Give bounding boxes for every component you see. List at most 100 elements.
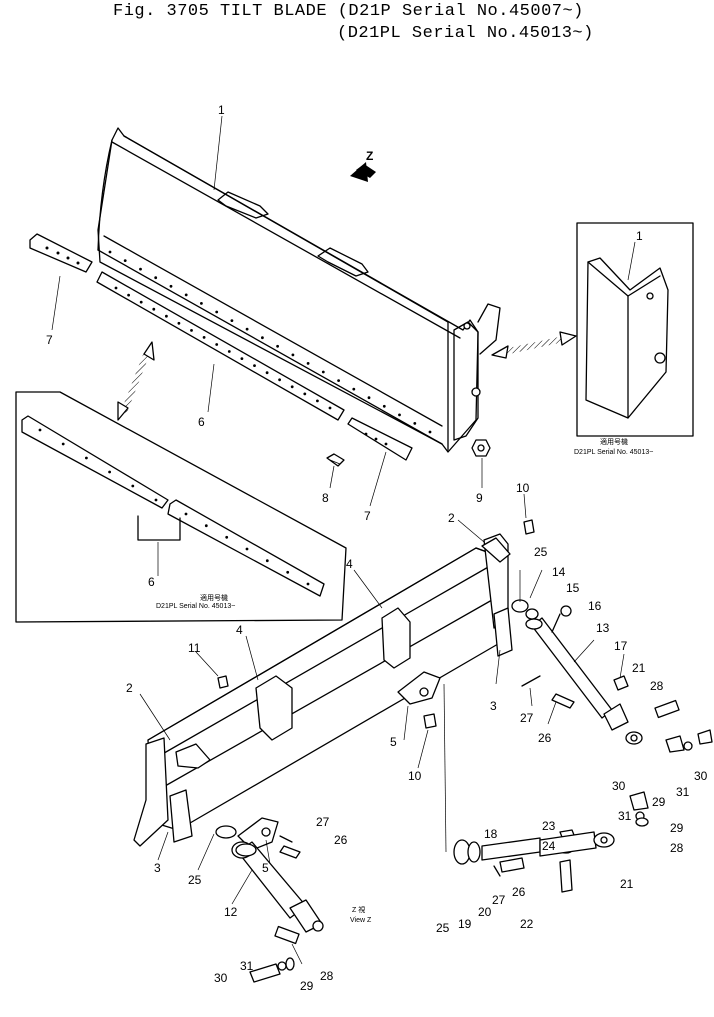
bolt-hole xyxy=(127,293,130,297)
bolt-29-30-31-right xyxy=(665,729,713,753)
callout-26: 26 xyxy=(538,731,552,745)
bolt-hole xyxy=(398,413,401,417)
bolt-16 xyxy=(551,605,572,633)
bolt-hole xyxy=(61,442,65,446)
washers-19-20 xyxy=(453,839,481,865)
bolt-hole xyxy=(261,336,264,340)
bolt-hole xyxy=(303,392,307,396)
callout-11: 11 xyxy=(188,641,201,655)
bolt-hole xyxy=(204,524,208,528)
callout-19: 19 xyxy=(458,917,472,931)
blade-body xyxy=(97,127,501,453)
callout-13: 13 xyxy=(596,621,610,635)
bolt-hole xyxy=(202,336,206,339)
callout-2: 2 xyxy=(448,511,455,525)
bolt-hole xyxy=(123,259,127,262)
callout-24: 24 xyxy=(542,839,556,853)
bolt-hole xyxy=(265,371,269,375)
cylinder-rod-18-21 xyxy=(481,831,615,861)
callout-28: 28 xyxy=(320,969,334,983)
reference-arrow-2 xyxy=(491,331,577,359)
bolt-hole xyxy=(328,406,332,410)
bolt-hole xyxy=(139,300,143,304)
pin-27-upper xyxy=(521,675,541,687)
bolt-hole xyxy=(177,321,181,325)
bolt-hole xyxy=(276,344,279,348)
callout-15: 15 xyxy=(566,581,580,595)
end-bit-left xyxy=(29,233,93,273)
callout-3: 3 xyxy=(490,699,497,713)
bolt-10-upper xyxy=(523,519,535,535)
bolt-30-31-mid xyxy=(629,791,649,827)
callout-2: 2 xyxy=(126,681,133,695)
callout-10: 10 xyxy=(516,481,530,495)
bolt-26-27-left xyxy=(279,835,301,859)
bolt-hole xyxy=(428,430,432,434)
pin-26-27-lower xyxy=(493,857,525,877)
bolt-hole xyxy=(367,396,371,400)
bolt-hole xyxy=(290,385,294,389)
bolt-hole xyxy=(190,329,193,332)
bolt-hole xyxy=(413,422,417,425)
bolt-hole xyxy=(85,456,88,460)
washer-25-left xyxy=(215,825,257,857)
callout-25: 25 xyxy=(188,873,202,887)
pin-26-upper xyxy=(551,693,575,709)
callout-31: 31 xyxy=(676,785,690,799)
callout-29: 29 xyxy=(652,795,666,809)
bolt-hole xyxy=(382,404,386,408)
callout-27: 27 xyxy=(492,893,506,907)
callout-23: 23 xyxy=(542,819,556,833)
inset-left: 6 適用号機 D21PL Serial No. 45013~ xyxy=(15,391,347,623)
callout-5: 5 xyxy=(262,861,269,875)
callout-10: 10 xyxy=(408,769,422,783)
bolt-hole xyxy=(321,370,325,374)
callout-21: 21 xyxy=(632,661,646,675)
callout-1: 1 xyxy=(218,103,225,117)
callout-27: 27 xyxy=(520,711,534,725)
bolt-hole xyxy=(131,484,135,488)
callout-4: 4 xyxy=(346,557,353,571)
figure-title-line-2: (D21PL Serial No.45013~) xyxy=(337,24,594,43)
reference-arrow-1 xyxy=(117,341,155,421)
callout-30: 30 xyxy=(612,779,626,793)
bolt-hole xyxy=(38,428,42,432)
callout-12: 12 xyxy=(224,905,238,919)
cutting-edge xyxy=(96,271,345,421)
bolt-hole xyxy=(114,286,118,290)
bolt-hole xyxy=(240,357,244,360)
callout-25: 25 xyxy=(534,545,548,559)
bolt-hole xyxy=(139,267,142,271)
bolt-hole xyxy=(215,343,219,346)
bolt-hole xyxy=(337,379,340,382)
bolt-11 xyxy=(217,675,229,689)
callout-7: 7 xyxy=(46,333,53,347)
callout-29: 29 xyxy=(670,821,684,835)
bolt-hole xyxy=(245,547,249,551)
pin-28-upper xyxy=(654,699,680,719)
bolt-hole xyxy=(278,378,281,382)
view-z-arrow: Z xyxy=(350,149,376,182)
callout-16: 16 xyxy=(588,599,602,613)
callout-26: 26 xyxy=(334,833,348,847)
callout-22: 22 xyxy=(520,917,534,931)
callout-9: 9 xyxy=(476,491,483,505)
bolt-hole xyxy=(316,399,319,403)
callout-29: 29 xyxy=(300,979,314,993)
callout-25: 25 xyxy=(436,921,450,935)
bolt-hole xyxy=(253,364,256,367)
inset-left-note-jp: 適用号機 xyxy=(200,593,228,602)
bolt-hole xyxy=(154,276,158,280)
bolt-hole xyxy=(108,250,112,254)
callout-3: 3 xyxy=(154,861,161,875)
bolt-hole xyxy=(306,582,310,586)
inset-top-note-jp: 適用号機 xyxy=(600,437,628,446)
callout-18: 18 xyxy=(484,827,498,841)
view-z-jp: Z 視 xyxy=(352,905,365,914)
callout-5: 5 xyxy=(390,735,397,749)
figure-title-line-1: Fig. 3705 TILT BLADE (D21P Serial No.450… xyxy=(113,2,584,21)
bolt-hole xyxy=(169,284,173,288)
bolt-hole xyxy=(200,302,203,305)
